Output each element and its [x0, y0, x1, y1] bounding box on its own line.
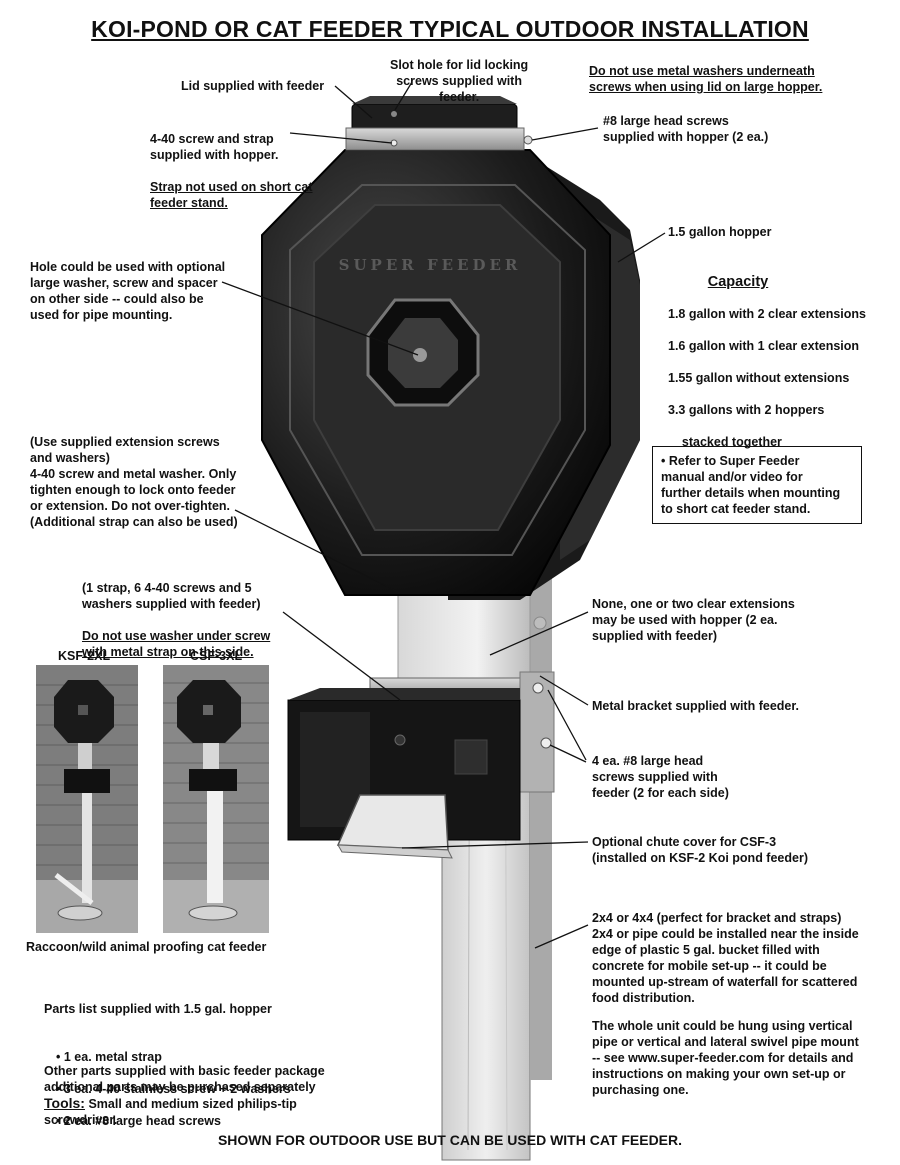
label-strap-kit-main: (1 strap, 6 4-40 screws and 5 washers su… — [82, 581, 261, 611]
capacity-block: Capacity 1.8 gallon with 2 clear extensi… — [668, 258, 866, 466]
label-lid: Lid supplied with feeder — [181, 79, 325, 93]
label-bracket-screws: 4 ea. #8 large head screws supplied with… — [592, 754, 729, 800]
label-extension-screws: (Use supplied extension screws and washe… — [30, 435, 238, 529]
label-strap-kit: (1 strap, 6 4-40 screws and 5 washers su… — [82, 564, 270, 660]
tools-label: Tools: — [44, 1095, 85, 1111]
capacity-line: stacked together — [668, 435, 782, 449]
label-post: 2x4 or 4x4 (perfect for bracket and stra… — [592, 911, 859, 1005]
lid — [345, 96, 533, 151]
parts-item: 3 ea. 4-40 stainless screw + 2 washers — [56, 1081, 291, 1097]
photo-label-csf: CSF-3XL — [190, 649, 243, 663]
label-screw-strap-main: 4-40 screw and strap supplied with hoppe… — [150, 132, 279, 162]
capacity-line: 1.55 gallon without extensions — [668, 371, 850, 385]
parts-item: 1 ea. metal strap — [56, 1049, 291, 1065]
parts-item: 2 ea. #8 large head screws — [56, 1113, 291, 1129]
hopper-emboss: SUPER FEEDER — [339, 256, 522, 274]
label-large-head-screws: #8 large head screws supplied with hoppe… — [603, 114, 769, 144]
hopper-body: SUPER FEEDER — [261, 149, 611, 596]
label-hole: Hole could be used with optional large w… — [30, 260, 226, 322]
clear-extension — [397, 589, 531, 686]
page-title: KOI-POND OR CAT FEEDER TYPICAL OUTDOOR I… — [91, 16, 809, 42]
label-extensions: None, one or two clear extensions may be… — [592, 597, 795, 643]
note-box: • Refer to Super Feeder manual and/or vi… — [652, 446, 862, 524]
label-screw-strap-note: Strap not used on short cat feeder stand… — [150, 180, 313, 210]
photo-label-ksf: KSF-2XL — [58, 649, 111, 663]
chute-cover — [336, 794, 453, 859]
parts-heading: Parts list supplied with 1.5 gal. hopper — [44, 1002, 272, 1016]
label-bracket: Metal bracket supplied with feeder. — [592, 699, 800, 713]
capacity-line: 1.8 gallon with 2 clear extensions — [668, 307, 866, 321]
capacity-heading: Capacity — [707, 274, 769, 290]
tools-note: Tools: Small and medium sized philips-ti… — [44, 1095, 297, 1128]
parts-list: Parts list supplied with 1.5 gal. hopper… — [44, 985, 291, 1161]
label-chute: Optional chute cover for CSF-3 (installe… — [592, 835, 808, 865]
label-no-metal-washers: Do not use metal washers underneath scre… — [589, 64, 823, 94]
label-hopper: 1.5 gallon hopper — [668, 225, 772, 239]
other-parts: Other parts supplied with basic feeder p… — [44, 1064, 325, 1094]
label-strap-kit-note: Do not use washer under screw with metal… — [82, 629, 271, 659]
photo-ksf-2xl — [36, 665, 138, 933]
capacity-line: 1.6 gallon with 1 clear extension — [668, 339, 860, 353]
footer-note: SHOWN FOR OUTDOOR USE BUT CAN BE USED WI… — [217, 1132, 683, 1148]
label-screw-strap: 4-40 screw and strap supplied with hoppe… — [150, 115, 313, 211]
photo-csf-3xl — [163, 665, 269, 933]
leader-lines — [221, 81, 666, 949]
label-hung: The whole unit could be hung using verti… — [592, 1019, 859, 1097]
capacity-line: 3.3 gallons with 2 hoppers — [668, 403, 825, 417]
photo-caption: Raccoon/wild animal proofing cat feeder — [26, 940, 267, 954]
tools-text: Small and medium sized philips-tip screw… — [44, 1097, 297, 1127]
label-slot-hole: Slot hole for lid locking screws supplie… — [390, 58, 529, 104]
